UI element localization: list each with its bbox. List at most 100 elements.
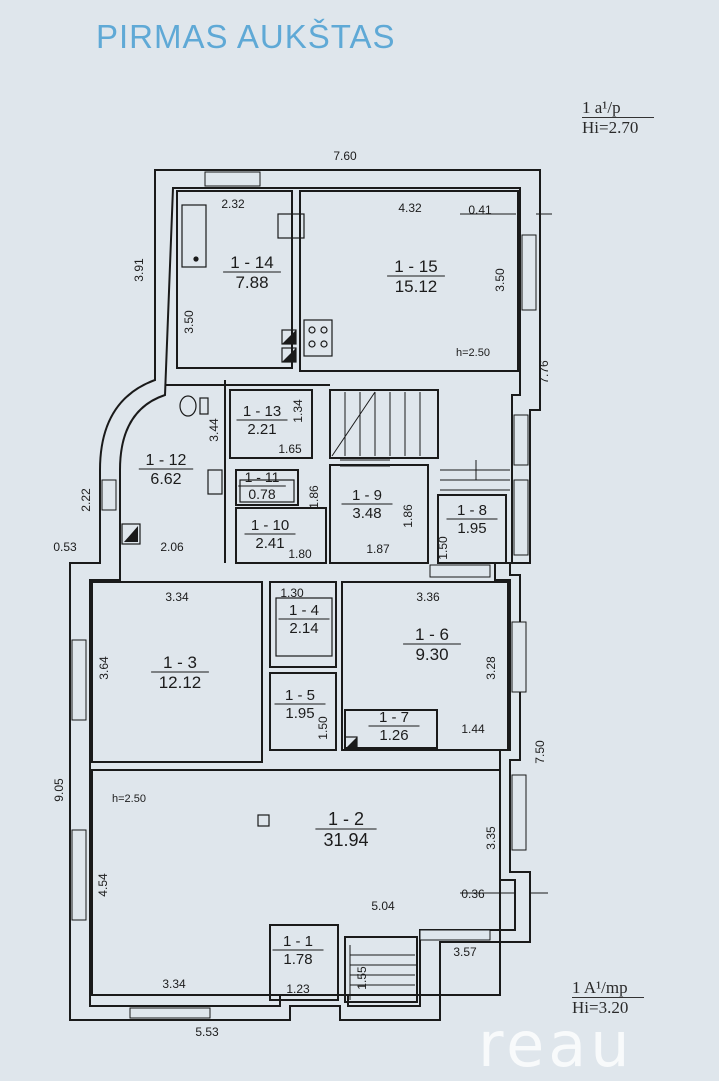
room-area: 12.12: [159, 673, 202, 692]
room-1-6-walls: [341, 581, 509, 751]
room-1-9-walls: [329, 464, 429, 564]
room-1-10-walls: [235, 507, 327, 564]
dimension-label: 3.36: [416, 590, 440, 604]
dimension-label: 2.22: [79, 488, 93, 512]
stamp-bottom-rule: [572, 997, 644, 998]
room-1-3-walls: [91, 581, 263, 763]
room-number: 1 - 8: [457, 502, 487, 519]
stamp-top-rule: [582, 117, 654, 118]
window: [513, 414, 529, 466]
toilet-icon: [179, 395, 197, 417]
dimension-label: 3.34: [165, 590, 189, 604]
dimension-label: 1.44: [461, 722, 485, 736]
level-stamp-top: 1 a¹/p Hi=2.70: [582, 98, 654, 137]
dimension-label: 2.06: [160, 540, 184, 554]
ceiling-notes: h=2.50 h=2.50: [112, 347, 490, 805]
window: [71, 829, 87, 921]
room-area: 1.26: [379, 727, 408, 744]
ceiling-height-note: h=2.50: [112, 793, 146, 805]
room-1-4-walls: [269, 581, 337, 668]
stair-walls: [329, 389, 439, 459]
stamp-bottom-line2: Hi=3.20: [572, 998, 629, 1017]
room-number: 1 - 9: [352, 487, 382, 504]
stamp-top-line1: 1 a¹/p: [582, 98, 621, 117]
window: [511, 621, 527, 693]
stamp-bottom-line1: 1 A¹/mp: [572, 978, 628, 997]
room-number: 1 - 2: [328, 809, 364, 829]
dimension-label: 3.91: [132, 258, 146, 282]
walls: [69, 169, 541, 1021]
dimension-label: 1.55: [355, 966, 369, 990]
window: [419, 929, 491, 941]
shower-tray-icon: [275, 597, 333, 657]
window: [204, 171, 261, 187]
dimension-arrows: [405, 213, 552, 966]
page-title: PIRMAS AUKŠTAS: [96, 18, 396, 55]
room-number: 1 - 6: [415, 625, 449, 644]
dimension-label: 3.35: [484, 826, 498, 850]
window: [511, 774, 527, 851]
room-number: 1 - 10: [251, 517, 289, 534]
dimension-label: 0.53: [53, 540, 77, 554]
staircase: [331, 391, 510, 1000]
burner-icon: [320, 340, 328, 348]
window: [129, 1007, 211, 1019]
room-1-1-walls: [269, 924, 339, 1001]
window: [71, 639, 87, 721]
level-stamp-bottom: 1 A¹/mp Hi=3.20: [572, 978, 644, 1017]
room-1-7-walls: [344, 709, 438, 749]
room-1-5-walls: [269, 672, 337, 751]
window: [513, 479, 529, 556]
room-number: 1 - 1: [283, 933, 313, 950]
burner-icon: [320, 326, 328, 334]
room-1-14-walls: [176, 190, 293, 369]
dimension-label: 9.05: [52, 778, 66, 802]
dimension-label: 3.64: [97, 656, 111, 680]
dimension-label: 3.44: [207, 418, 221, 442]
entry-walls: [344, 936, 418, 1003]
room-area: 15.12: [395, 277, 438, 296]
room-area: 1.95: [457, 520, 486, 537]
burner-icon: [308, 340, 316, 348]
dimension-label: 1.23: [286, 982, 310, 996]
dimension-label: 1.80: [288, 547, 312, 561]
dimension-label: 3.34: [162, 977, 186, 991]
sink-icon: [277, 213, 305, 239]
dimension-label: 1.87: [366, 542, 390, 556]
room-area: 0.78: [248, 486, 275, 502]
dimension-label: 1.50: [316, 716, 330, 740]
windows: [71, 171, 537, 1019]
room-number: 1 - 7: [379, 709, 409, 726]
room-number: 1 - 11: [245, 469, 280, 485]
dimension-label: 1.65: [278, 442, 302, 456]
bathtub-drain-icon: [193, 256, 199, 262]
room-number: 1 - 14: [230, 253, 273, 272]
sink-icon: [207, 469, 223, 495]
dimension-label: 5.53: [195, 1025, 219, 1039]
column-icon: [257, 814, 270, 827]
dimension-label: 0.41: [468, 203, 492, 217]
window: [521, 234, 537, 311]
room-number: 1 - 12: [146, 452, 187, 469]
room-area: 1.78: [283, 951, 312, 968]
room-number: 1 - 5: [285, 687, 315, 704]
room-area: 2.21: [247, 421, 276, 438]
ceiling-height-note: h=2.50: [456, 347, 490, 359]
inner-wall-outline: [89, 187, 521, 1007]
room-area: 9.30: [415, 645, 448, 664]
room-1-11-walls: [235, 469, 299, 506]
watermark-logo: reau: [478, 1008, 634, 1081]
dimension-label: 1.34: [291, 399, 305, 423]
stamp-top-line2: Hi=2.70: [582, 118, 639, 137]
dimension-label: 4.32: [398, 201, 422, 215]
room-1-15-walls: [299, 190, 519, 372]
dimension-label: 7.76: [537, 360, 551, 384]
room-area: 7.88: [235, 273, 268, 292]
fixtures: [121, 204, 358, 827]
window: [429, 564, 491, 578]
stove-icon: [303, 319, 333, 357]
room-1-2-walls: [91, 769, 501, 996]
